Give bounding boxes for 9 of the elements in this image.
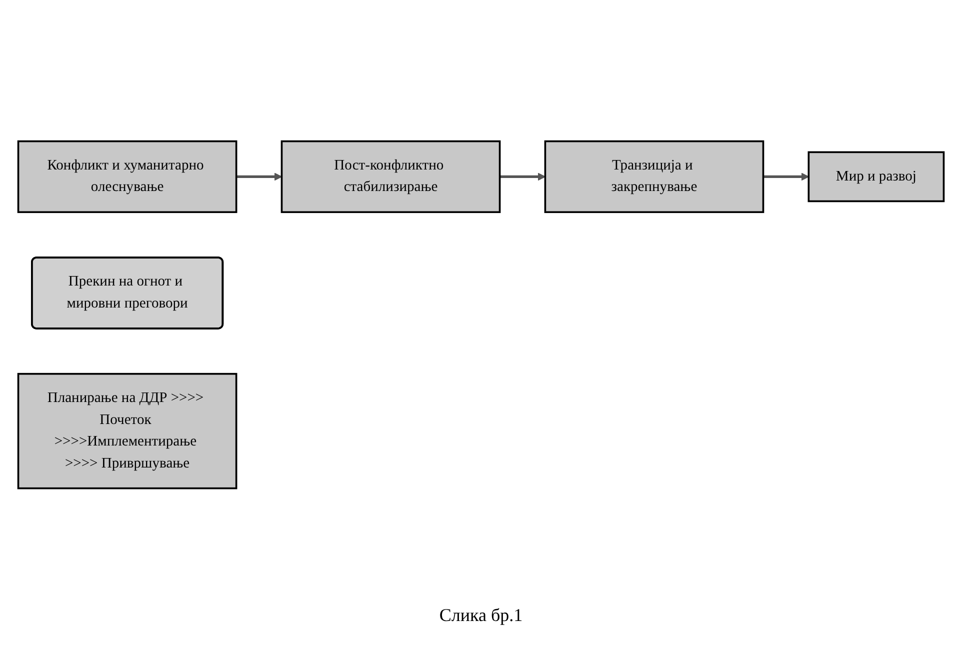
node-box: Планирање на ДДР >>>> Почеток >>>>Имплементирање >>>> Привршување bbox=[17, 372, 238, 489]
caption: Слика бр.1 bbox=[439, 604, 523, 626]
node-box: Мир и развој bbox=[808, 150, 945, 202]
arrow bbox=[500, 172, 546, 180]
arrow bbox=[236, 172, 282, 180]
node-box: Транзиција и закрепнување bbox=[544, 140, 764, 213]
node-box: Конфликт и хуманитарно олеснување bbox=[17, 140, 238, 213]
node-box: Пост-конфликтно стабилизирање bbox=[280, 140, 501, 213]
arrow bbox=[763, 172, 810, 180]
